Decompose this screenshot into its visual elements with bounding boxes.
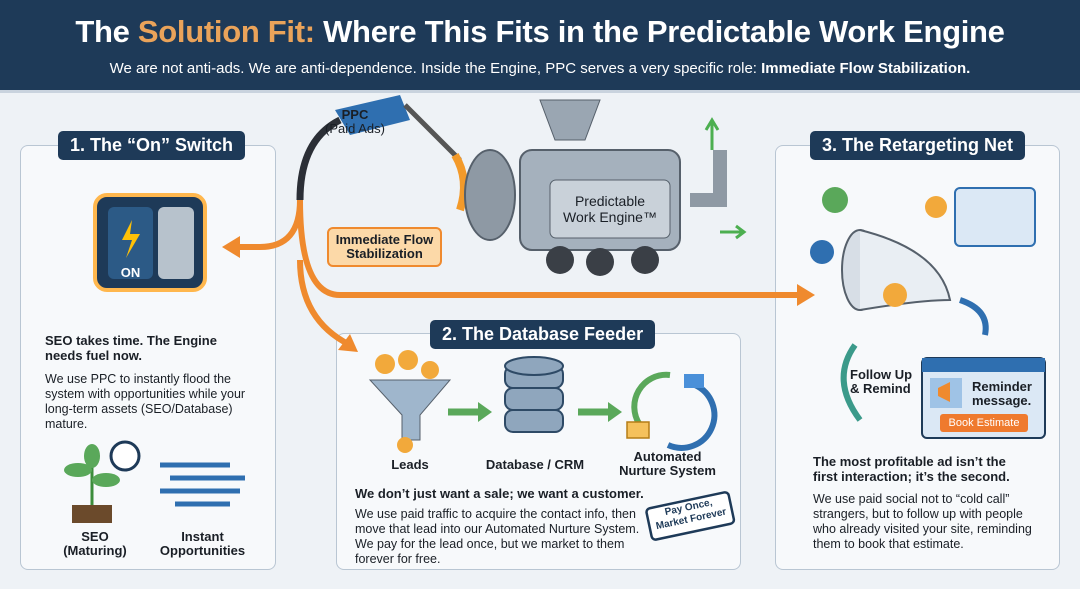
funnel-icon xyxy=(368,350,452,453)
nurture-label: Automated Nurture System xyxy=(619,449,716,478)
instant-label: Instant Opportunities xyxy=(159,529,246,558)
switch-on-label: ON xyxy=(120,265,141,280)
pay-once-stamp xyxy=(645,491,736,541)
power-switch-icon xyxy=(93,193,207,292)
nurture-cycle-icon xyxy=(626,371,718,451)
callout-box xyxy=(327,227,442,267)
page-title: The Solution Fit: Where This Fits in the… xyxy=(75,14,1005,49)
seo-label: SEO (Maturing) xyxy=(63,529,127,558)
arrow-head-down xyxy=(338,334,358,352)
panel1-heading: SEO takes time. The Engine needs fuel no… xyxy=(45,333,217,363)
retargeting-net-icon xyxy=(810,187,1036,311)
header: The Solution Fit: Where This Fits in the… xyxy=(0,0,1080,93)
leads-label: Leads xyxy=(391,457,429,472)
database-label: Database / CRM xyxy=(485,457,585,472)
sprout-clock-icon xyxy=(64,440,141,523)
engine-icon xyxy=(464,99,747,276)
arrow-head-right xyxy=(797,284,815,306)
arrow-head-left xyxy=(222,236,240,258)
book-estimate-button[interactable]: Book Estimate xyxy=(940,414,1028,432)
panel1-body: We use PPC to instantly flood the system… xyxy=(45,372,246,431)
panel3-title: 3. The Retargeting Net xyxy=(810,131,1026,160)
ppc-label: PPC(Paid Ads) xyxy=(325,107,385,136)
panel2-heading: We don’t just want a sale; we want a cus… xyxy=(355,486,644,501)
reminder-text: Reminder message. xyxy=(972,379,1032,408)
database-icon xyxy=(504,356,564,433)
fuel-nozzle-icon xyxy=(335,95,410,135)
flow-arrows xyxy=(235,199,800,348)
panel2-body: We use paid traffic to acquire the conta… xyxy=(355,507,640,566)
panel1-title: 1. The “On” Switch xyxy=(58,131,246,160)
panel3-heading: The most profitable ad isn’t the first i… xyxy=(813,454,1010,484)
fuel-hose xyxy=(296,116,342,201)
panel2-title: 2. The Database Feeder xyxy=(430,320,656,349)
panel3-body: We use paid social not to “cold call” st… xyxy=(813,492,1032,551)
follow-up-arrow-icon xyxy=(840,343,863,422)
follow-up-label: Follow Up & Remind xyxy=(850,367,913,396)
megaphone-icon xyxy=(938,382,950,402)
page-subtitle: We are not anti-ads. We are anti-depende… xyxy=(109,60,971,77)
speed-arrows-icon xyxy=(160,462,245,507)
